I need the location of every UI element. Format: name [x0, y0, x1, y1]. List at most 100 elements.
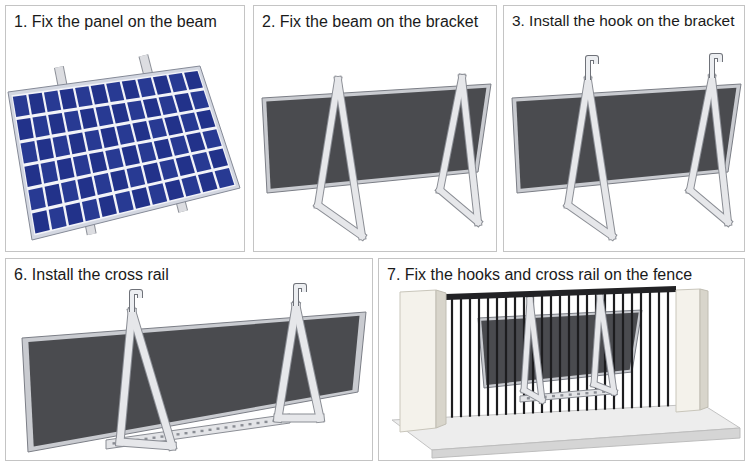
solar-cell [148, 118, 167, 138]
solar-cell [80, 108, 98, 129]
bracket-edge [588, 80, 612, 236]
rail-slot [153, 437, 156, 439]
step-heading: 6. Install the cross rail [14, 265, 169, 284]
step-panel: 2. Fix the beam on the bracket [253, 5, 497, 252]
rail-slot [577, 393, 580, 395]
solar-cell [17, 118, 34, 140]
bracket-edge [712, 78, 728, 222]
pillar-front [676, 289, 700, 412]
rail-slot [225, 426, 228, 428]
bracket-bar [132, 312, 172, 446]
bracket-bar [120, 442, 172, 446]
solar-cell [176, 156, 195, 177]
solar-cell [64, 110, 82, 131]
solar-cell [99, 195, 117, 217]
fence-bar [658, 292, 660, 407]
solar-cell [137, 78, 155, 98]
rail-slot [249, 423, 252, 425]
rail-slot [560, 394, 563, 396]
pillar-side [700, 289, 708, 410]
bracket-bar [338, 80, 362, 236]
solar-cell [73, 155, 91, 177]
solar-cell [37, 138, 54, 160]
solar-cell [105, 148, 123, 169]
hook-outline [588, 58, 596, 80]
bracket-bar [462, 78, 478, 222]
solar-cell [94, 173, 112, 195]
bracket-edge [278, 414, 320, 423]
solar-cell [180, 113, 199, 133]
hook [296, 286, 304, 306]
rail-slot [113, 442, 116, 444]
rail-slot [209, 429, 212, 431]
step-panel: 7. Fix the hooks and cross rail on the f… [378, 258, 745, 461]
solar-cell [57, 158, 75, 180]
solar-cell [184, 71, 203, 90]
rail-slot [193, 431, 196, 433]
solar-cell [143, 98, 161, 118]
bracket-edge [524, 300, 530, 390]
rail-slot [594, 391, 597, 393]
step2-illustration [262, 78, 491, 236]
solar-cell [154, 139, 173, 160]
solar-cell [115, 191, 134, 213]
cross-rail [106, 414, 290, 449]
fence-bar [505, 297, 507, 415]
step-heading: 2. Fix the beam on the bracket [262, 12, 478, 31]
solar-cell [202, 129, 221, 149]
solar-cell [122, 80, 140, 100]
solar-cell [192, 152, 211, 172]
solar-cell [77, 177, 95, 199]
rail-slot [185, 432, 188, 434]
solar-cell [122, 145, 140, 166]
fence-bar [487, 298, 489, 416]
bracket-bar [296, 306, 320, 418]
pillar-front [400, 290, 436, 432]
solar-cell [111, 103, 129, 124]
solar-cell [181, 176, 200, 197]
solar-cell [127, 166, 146, 187]
solar-cell [61, 180, 79, 203]
solar-cell [127, 100, 145, 120]
solar-cell [170, 136, 189, 156]
solar-cell [69, 133, 87, 155]
rail-slot [233, 425, 236, 427]
solar-cell [75, 86, 93, 107]
bracket-bar [524, 300, 530, 390]
bracket-bar [440, 78, 462, 190]
step-panel: 1. Fix the panel on the beam [5, 5, 245, 252]
bracket-bar [600, 297, 614, 392]
solar-cell [60, 88, 77, 109]
solar-cell [100, 127, 118, 148]
bracket-edge [296, 306, 320, 418]
bracket-bar [712, 78, 728, 222]
step7-illustration [392, 286, 740, 458]
bracket-bar [568, 80, 588, 205]
hook-outline [132, 292, 140, 312]
bracket-edge [318, 80, 338, 205]
fence-bar [667, 291, 669, 406]
bracket-bar [594, 297, 600, 384]
fence-bar [586, 294, 588, 411]
rail-slot [552, 395, 555, 397]
fence-bar [496, 297, 498, 415]
bracket-edge [690, 78, 712, 190]
solar-cell [190, 90, 209, 109]
hook [712, 56, 720, 78]
fence-bar [451, 299, 453, 418]
hook [132, 292, 140, 312]
bracket-edge [338, 80, 362, 236]
fence-top-rail [446, 286, 676, 300]
step-heading: 3. Install the hook on the bracket [512, 12, 734, 30]
solar-cell [91, 84, 109, 105]
bracket-bar [524, 390, 542, 400]
bracket-edge [120, 442, 172, 446]
fence-bar [514, 297, 516, 415]
solar-cell [209, 149, 229, 169]
solar-cell [89, 151, 107, 173]
bracket-bar [594, 384, 614, 392]
solar-cell [41, 161, 59, 184]
solar-cell [153, 75, 172, 94]
fence-bar [478, 298, 480, 416]
